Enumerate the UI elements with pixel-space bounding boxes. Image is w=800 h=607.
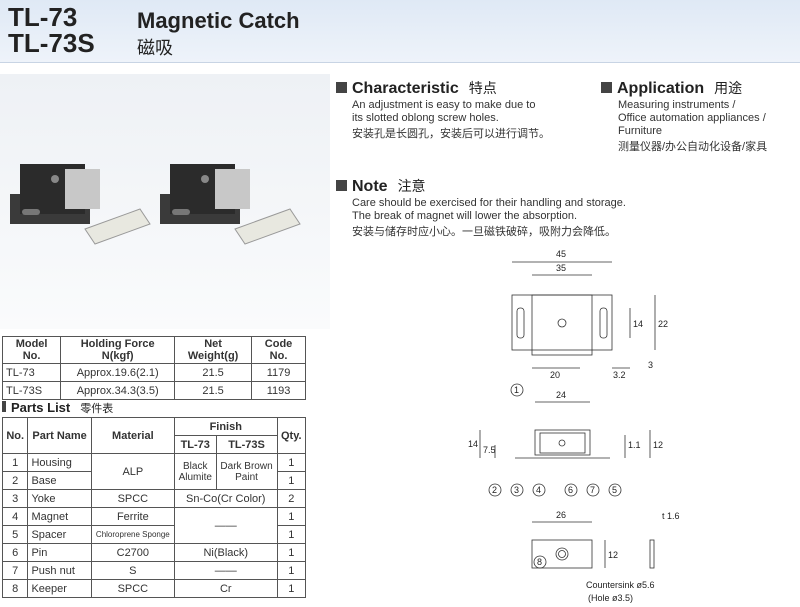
svg-text:5: 5 [612, 485, 617, 495]
model-tl73s: TL-73S [8, 28, 95, 58]
svg-text:t 1.6: t 1.6 [662, 511, 680, 521]
product-photo [0, 74, 330, 329]
svg-text:26: 26 [556, 510, 566, 520]
spec-table: Model No.Holding Force N(kgf)Net Weight(… [1, 336, 306, 400]
svg-text:6: 6 [568, 485, 573, 495]
header-band: TL-73 TL-73S Magnetic Catch 磁吸 [0, 0, 800, 63]
svg-text:2: 2 [492, 485, 497, 495]
page-title-cn: 磁吸 [137, 38, 173, 58]
page-title: Magnetic Catch [137, 8, 300, 33]
svg-text:45: 45 [556, 249, 566, 259]
callouts: 1 2 3 4 5 6 7 8 [488, 383, 622, 569]
technical-drawing: 45 35 14 22 3 20 3.2 24 14 7.5 1.1 12 1 … [468, 249, 680, 603]
svg-text:14: 14 [468, 439, 478, 449]
svg-text:14: 14 [633, 319, 643, 329]
svg-text:3: 3 [514, 485, 519, 495]
model-tl73: TL-73 [8, 2, 78, 32]
svg-text:3: 3 [648, 360, 653, 370]
svg-text:12: 12 [653, 440, 663, 450]
svg-text:35: 35 [556, 263, 566, 273]
svg-text:Countersink ø5.6: Countersink ø5.6 [586, 580, 655, 590]
svg-text:20: 20 [550, 370, 560, 380]
svg-text:8: 8 [537, 557, 542, 567]
note-text: Care should be exercised for their handl… [352, 197, 626, 238]
magnetic-catch-photo [10, 164, 301, 245]
svg-text:3.2: 3.2 [613, 370, 626, 380]
svg-text:12: 12 [608, 550, 618, 560]
svg-text:22: 22 [658, 319, 668, 329]
svg-text:7: 7 [590, 485, 595, 495]
application-text: Measuring instruments /Office automation… [618, 99, 768, 153]
svg-text:(Hole ø3.5): (Hole ø3.5) [588, 593, 633, 603]
svg-text:7.5: 7.5 [483, 445, 496, 455]
svg-text:4: 4 [536, 485, 541, 495]
svg-text:1.1: 1.1 [628, 440, 641, 450]
svg-text:24: 24 [556, 390, 566, 400]
svg-text:1: 1 [514, 385, 519, 395]
